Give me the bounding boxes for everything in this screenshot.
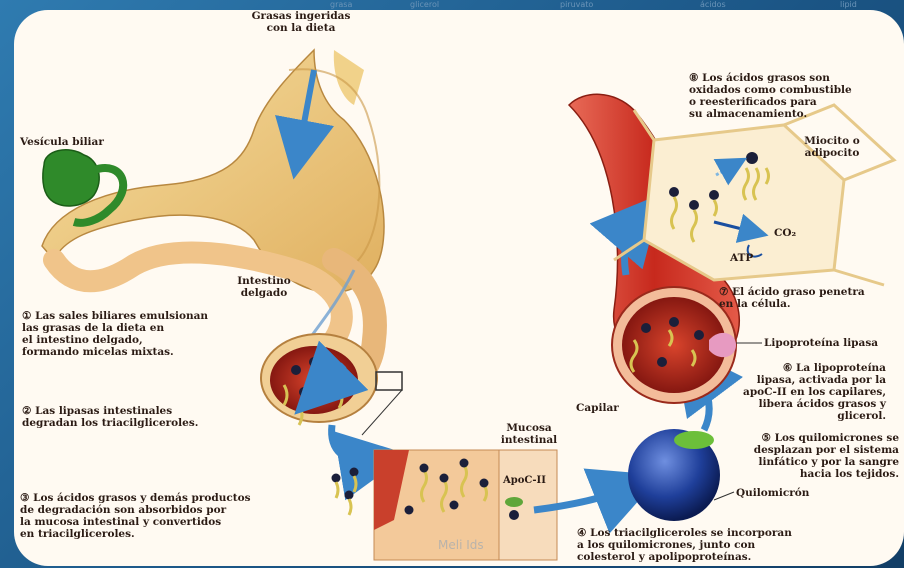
label-ingested-fats: Grasas ingeridas con la dieta [236, 10, 366, 34]
label-co2: CO₂ [774, 227, 796, 239]
diagram-card: Grasas ingeridas con la dieta Vesícula b… [14, 10, 904, 566]
step-2-text: ② Las lipasas intestinales degradan los … [22, 405, 282, 429]
step-8-text: ⑧ Los ácidos grasos son oxidados como co… [689, 72, 899, 120]
zoom-box [376, 372, 402, 390]
label-intestinal-mucosa: Mucosa intestinal [498, 422, 560, 446]
label-capillary: Capilar [576, 402, 619, 414]
step-6-text: ⑥ La lipoproteína lipasa, activada por l… [726, 362, 886, 422]
top-strip-text-1: grasa [330, 0, 352, 10]
label-small-intestine: Intestino delgado [224, 275, 304, 299]
top-strip-text-5: lipid [840, 0, 857, 10]
label-gallbladder: Vesícula biliar [20, 136, 104, 148]
curved-arrow-to-mucosa [332, 425, 374, 461]
label-apoc-ii: ApoC-II [503, 475, 546, 487]
step-4-text: ④ Los triacilgliceroles se incorporan a … [577, 527, 877, 563]
step-3-text: ③ Los ácidos grasos y demás productos de… [20, 492, 340, 540]
label-myocyte-adipocyte: Miocito o adipocito [792, 135, 872, 159]
top-strip-text-4: ácidos [700, 0, 726, 10]
top-strip-text-3: piruvato [560, 0, 593, 10]
top-strip-text-2: glicerol [410, 0, 439, 10]
label-chylomicron: Quilomicrón [736, 487, 809, 499]
watermark: Meli Ids [438, 538, 484, 552]
step-1-text: ① Las sales biliares emulsionan las gras… [22, 310, 262, 358]
label-atp: ATP [730, 252, 753, 264]
step-7-text: ⑦ El ácido graso penetra en la célula. [719, 286, 899, 310]
step-5-text: ⑤ Los quilomicrones se desplazan por el … [719, 432, 899, 480]
label-lipoprotein-lipase: Lipoproteína lipasa [764, 337, 878, 349]
